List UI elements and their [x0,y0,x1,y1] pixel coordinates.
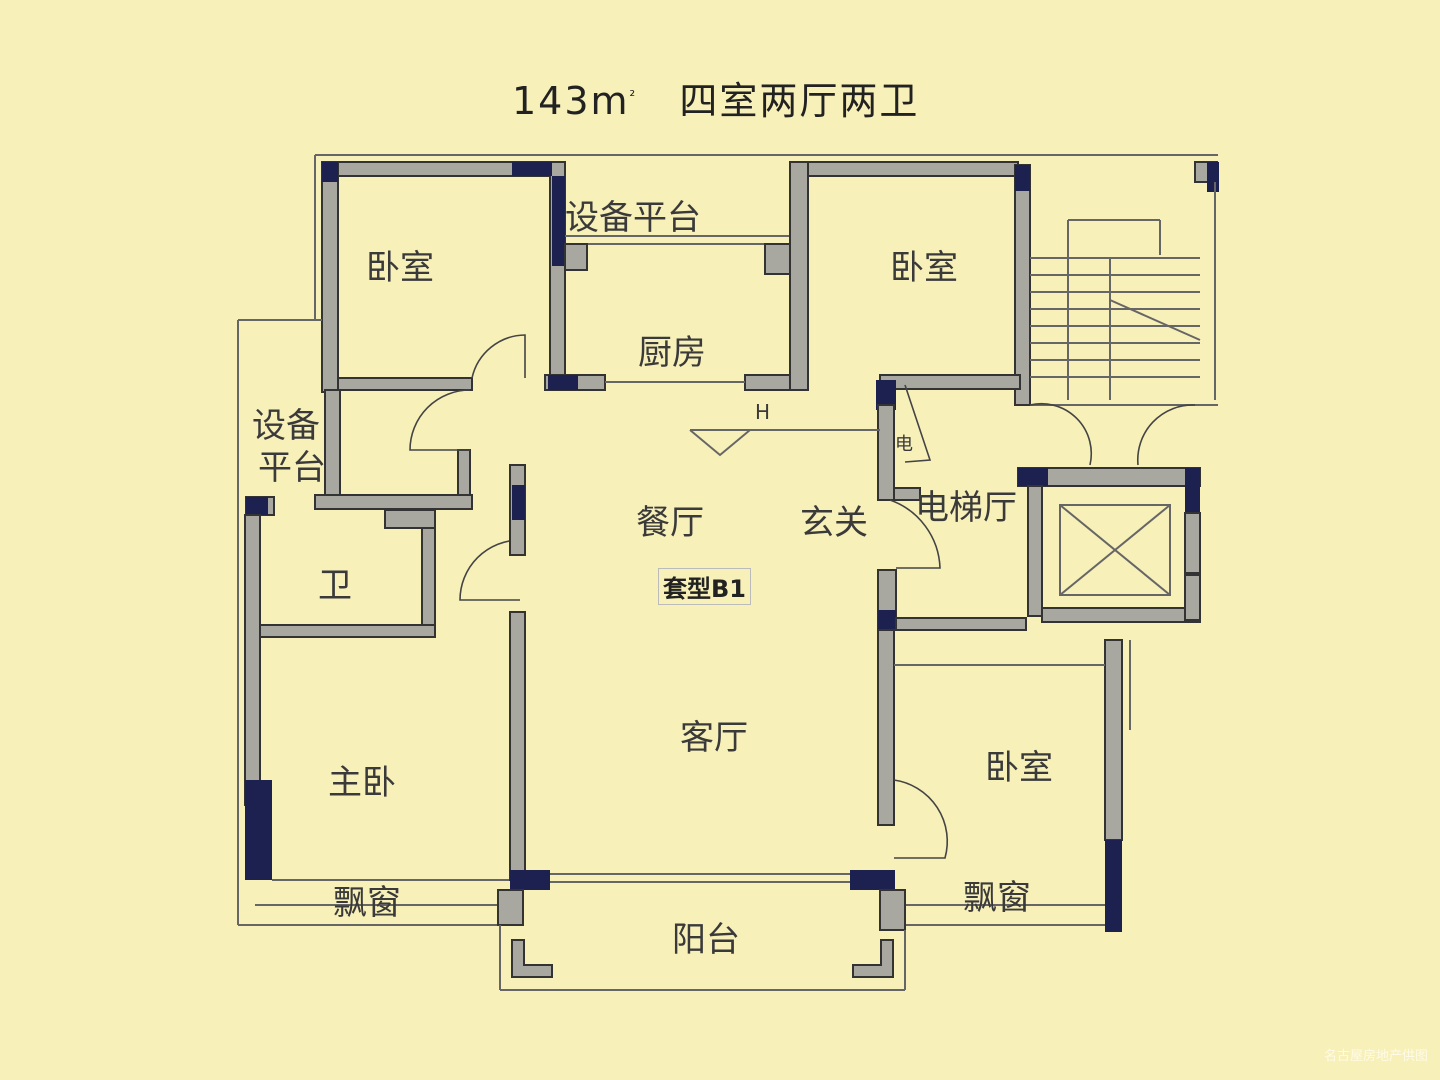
layout-text: 四室两厅两卫 [679,79,920,123]
area-unit: ² [629,88,638,105]
bedroom-nw-walls [321,161,566,393]
elevator-shaft [1017,467,1201,623]
label-bay-window-left: 飘窗 [333,883,401,923]
balcony-walls [497,870,906,991]
watermark: 名古屋房地产供图 [1323,1049,1428,1064]
room-label-balcony: 阳台 [672,920,740,960]
room-label-bedroom-se: 卧室 [985,748,1053,788]
area-text: 143m [512,79,630,123]
kitchen-walls [544,235,801,391]
unit-type-tag: 套型B1 [658,568,751,605]
room-label-dining: 餐厅 [636,503,704,543]
label-bay-window-right: 飘窗 [963,878,1031,918]
room-label-bedroom-nw: 卧室 [366,248,434,288]
room-label-equipment-left-2: 平台 [258,448,326,488]
bedroom-se-walls [894,639,1131,932]
plan-title: 143m² 四室两厅两卫 [512,70,919,125]
bathroom-walls [245,496,521,638]
stairwell [1029,161,1219,466]
stair-door-swing [1029,402,1093,466]
entry-walls [689,384,1027,631]
room-label-kitchen: 厨房 [638,333,706,373]
room-label-foyer: 玄关 [800,503,868,543]
master-bedroom-walls [237,500,510,926]
bedroom-ne-walls [789,161,1031,410]
stair-door-swing [1136,404,1196,466]
room-label-elevator-hall: 电梯厅 [915,488,1017,528]
room-label-bedroom-ne: 卧室 [890,248,958,288]
meter-label: 电 [895,434,913,455]
h-mark: H [755,400,771,424]
room-label-bathroom: 卫 [318,566,352,606]
living-room-walls [509,464,949,883]
room-label-living: 客厅 [680,718,748,758]
room-label-master-bedroom: 主卧 [328,763,396,803]
room-label-equipment-left-1: 设备 [252,406,320,446]
room-label-equipment-platform: 设备平台 [565,198,701,238]
